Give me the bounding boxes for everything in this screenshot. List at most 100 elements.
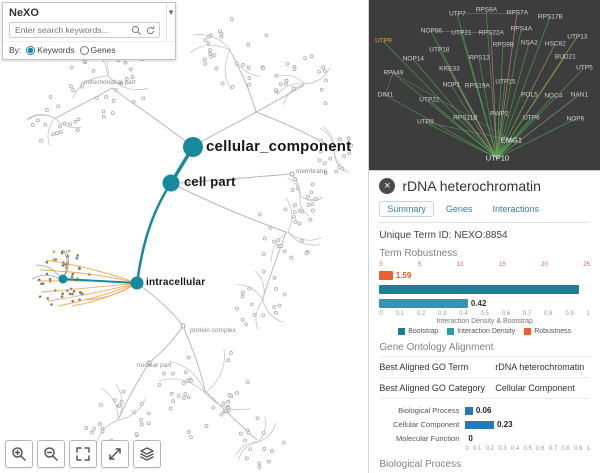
tree-leaf-label[interactable]: mitochondrial part	[84, 79, 136, 86]
gene-node[interactable]: RPS9B	[492, 41, 515, 49]
robustness-legend: Bootstrap Interaction Density Robustness	[379, 328, 590, 335]
gene-node[interactable]: RPS4A	[510, 25, 533, 33]
tree-leaf-labels: mitochondrial part membrane protein comple…	[84, 79, 328, 369]
detail-tab[interactable]: Interactions	[484, 201, 547, 217]
gene-node[interactable]: RPA49	[383, 69, 404, 77]
gene-node[interactable]: POL5	[521, 91, 538, 99]
gene-node[interactable]: UTP15	[495, 78, 516, 86]
gene-node[interactable]: EMG1	[500, 135, 523, 145]
zoom-in-button[interactable]	[5, 440, 33, 468]
gene-node[interactable]: BUD21	[554, 53, 576, 61]
gene-node[interactable]: RPS22A	[478, 29, 504, 37]
gene-node[interactable]: RPS7A	[506, 9, 529, 17]
gene-node[interactable]: PWP2	[490, 110, 509, 118]
axis-tick: 0	[379, 311, 383, 317]
search-icon[interactable]	[131, 25, 142, 36]
gene-node[interactable]: NSA2	[520, 39, 538, 47]
genes-radio[interactable]	[79, 45, 89, 55]
gene-node[interactable]: HSC82	[544, 40, 566, 48]
mode-genes[interactable]: Genes	[79, 45, 116, 55]
search-input[interactable]	[13, 24, 128, 36]
refresh-icon[interactable]	[145, 25, 156, 36]
gene-node[interactable]: KRE33	[439, 65, 460, 73]
row-label: Best Aligned GO Term	[379, 362, 469, 372]
gene-node[interactable]: UTP18	[429, 46, 450, 54]
axis-tick: 0.2	[416, 311, 426, 317]
layers-button[interactable]	[133, 440, 161, 468]
axis-tick: 0.4	[510, 446, 520, 452]
search-panel: NeXO ▾ By: Key	[2, 2, 176, 60]
gene-node[interactable]: NOP56	[420, 27, 443, 35]
zoom-in-icon	[12, 447, 26, 461]
axis-tick: 1	[586, 446, 590, 452]
gene-node[interactable]: NOP1	[442, 81, 461, 89]
gene-node[interactable]: NOC4	[544, 92, 563, 100]
gene-node[interactable]: DIM1	[377, 91, 394, 99]
close-icon[interactable]: ×	[379, 178, 396, 194]
collapse-chevron-icon[interactable]: ▾	[166, 3, 175, 41]
bar-value-label: 1.59	[395, 271, 412, 280]
network-gene-labels: UTP7 RPS8A RPS7A RPS17B UTP9 NOP56 UTP21 RPS22A…	[369, 0, 600, 170]
go-score-chart: Biological Process 0.06 Cellular Compone…	[379, 404, 590, 452]
axis-tick: 0.7	[548, 446, 558, 452]
axis-tick: 0.3	[438, 311, 447, 317]
gene-node[interactable]: NAN1	[570, 91, 589, 99]
legend-item: Interaction Density	[447, 328, 515, 335]
fit-view-button[interactable]	[101, 440, 129, 468]
gene-node[interactable]: RPS17B	[537, 13, 563, 21]
axis-tick: 0	[465, 446, 469, 452]
axis-tick: 5	[418, 262, 422, 268]
layers-icon	[140, 447, 154, 461]
gene-node[interactable]: UTP5	[576, 64, 593, 72]
bar-row: 0.42	[379, 297, 590, 310]
fullscreen-button[interactable]	[69, 440, 97, 468]
gene-node[interactable]: UTP8	[417, 118, 434, 126]
detail-tab[interactable]: Genes	[438, 201, 481, 217]
gene-node[interactable]: UTP21	[451, 29, 472, 37]
gene-node[interactable]: NOP14	[402, 55, 425, 63]
detail-tabs: Summary Genes Interactions	[379, 201, 590, 223]
gene-node[interactable]: UTP10	[485, 153, 510, 163]
legend-item: Bootstrap	[398, 328, 438, 335]
tree-term-label[interactable]: intracellular	[146, 277, 206, 288]
zoom-out-button[interactable]	[37, 440, 65, 468]
mode-keywords[interactable]: Keywords	[26, 45, 75, 55]
gene-node[interactable]: RPS19A	[464, 82, 490, 90]
term-id-value: NEXO:8854	[454, 230, 508, 241]
axis-tick: 0.1	[473, 446, 482, 452]
tree-term-label[interactable]: cell part	[184, 174, 236, 189]
resize-icon	[109, 448, 121, 460]
go-alignment-heading: Gene Ontology Alignment	[379, 342, 494, 353]
gene-node[interactable]: UTP7	[449, 10, 466, 18]
gene-node[interactable]: RPS8A	[475, 6, 498, 14]
keywords-radio[interactable]	[26, 45, 36, 55]
legend-item: Robustness	[524, 328, 571, 335]
gene-node[interactable]: UTP9	[375, 37, 392, 45]
go-bar-wrap: 0	[465, 434, 590, 443]
axis-tick: 0.3	[498, 446, 507, 452]
gene-node[interactable]: UTP22	[419, 96, 440, 104]
gene-node[interactable]: UTP6	[523, 114, 540, 122]
gene-node[interactable]: RPS13	[469, 54, 490, 62]
search-box[interactable]	[9, 22, 160, 38]
node-cell-part	[162, 174, 180, 192]
tree-leaf-label[interactable]: nuclear part	[137, 362, 172, 369]
axis-tick: 0.5	[523, 446, 532, 452]
tree-leaf-label[interactable]: membrane	[296, 168, 328, 175]
legend-label: Bootstrap	[408, 328, 439, 335]
interaction-network-panel[interactable]: UTP7 RPS8A RPS7A RPS17B UTP9 NOP56 UTP21 RPS22A…	[369, 0, 600, 170]
node-intracellular	[130, 276, 144, 290]
gene-node[interactable]: UTP13	[567, 33, 588, 41]
go-category-label: Cellular Component	[393, 420, 460, 429]
row-label: Best Aligned GO Category	[379, 383, 485, 393]
detail-tab[interactable]: Summary	[379, 201, 434, 217]
gene-node[interactable]: NOP6	[566, 115, 585, 123]
axis-tick: 0.5	[480, 311, 489, 317]
tree-term-label[interactable]: cellular_component	[206, 138, 352, 155]
tree-leaf-label[interactable]: protein complex	[190, 327, 236, 334]
gene-node[interactable]: RPS11B	[453, 114, 478, 122]
go-category-label: Molecular Function	[396, 434, 460, 443]
go-bar-row: Molecular Function 0	[379, 432, 590, 445]
